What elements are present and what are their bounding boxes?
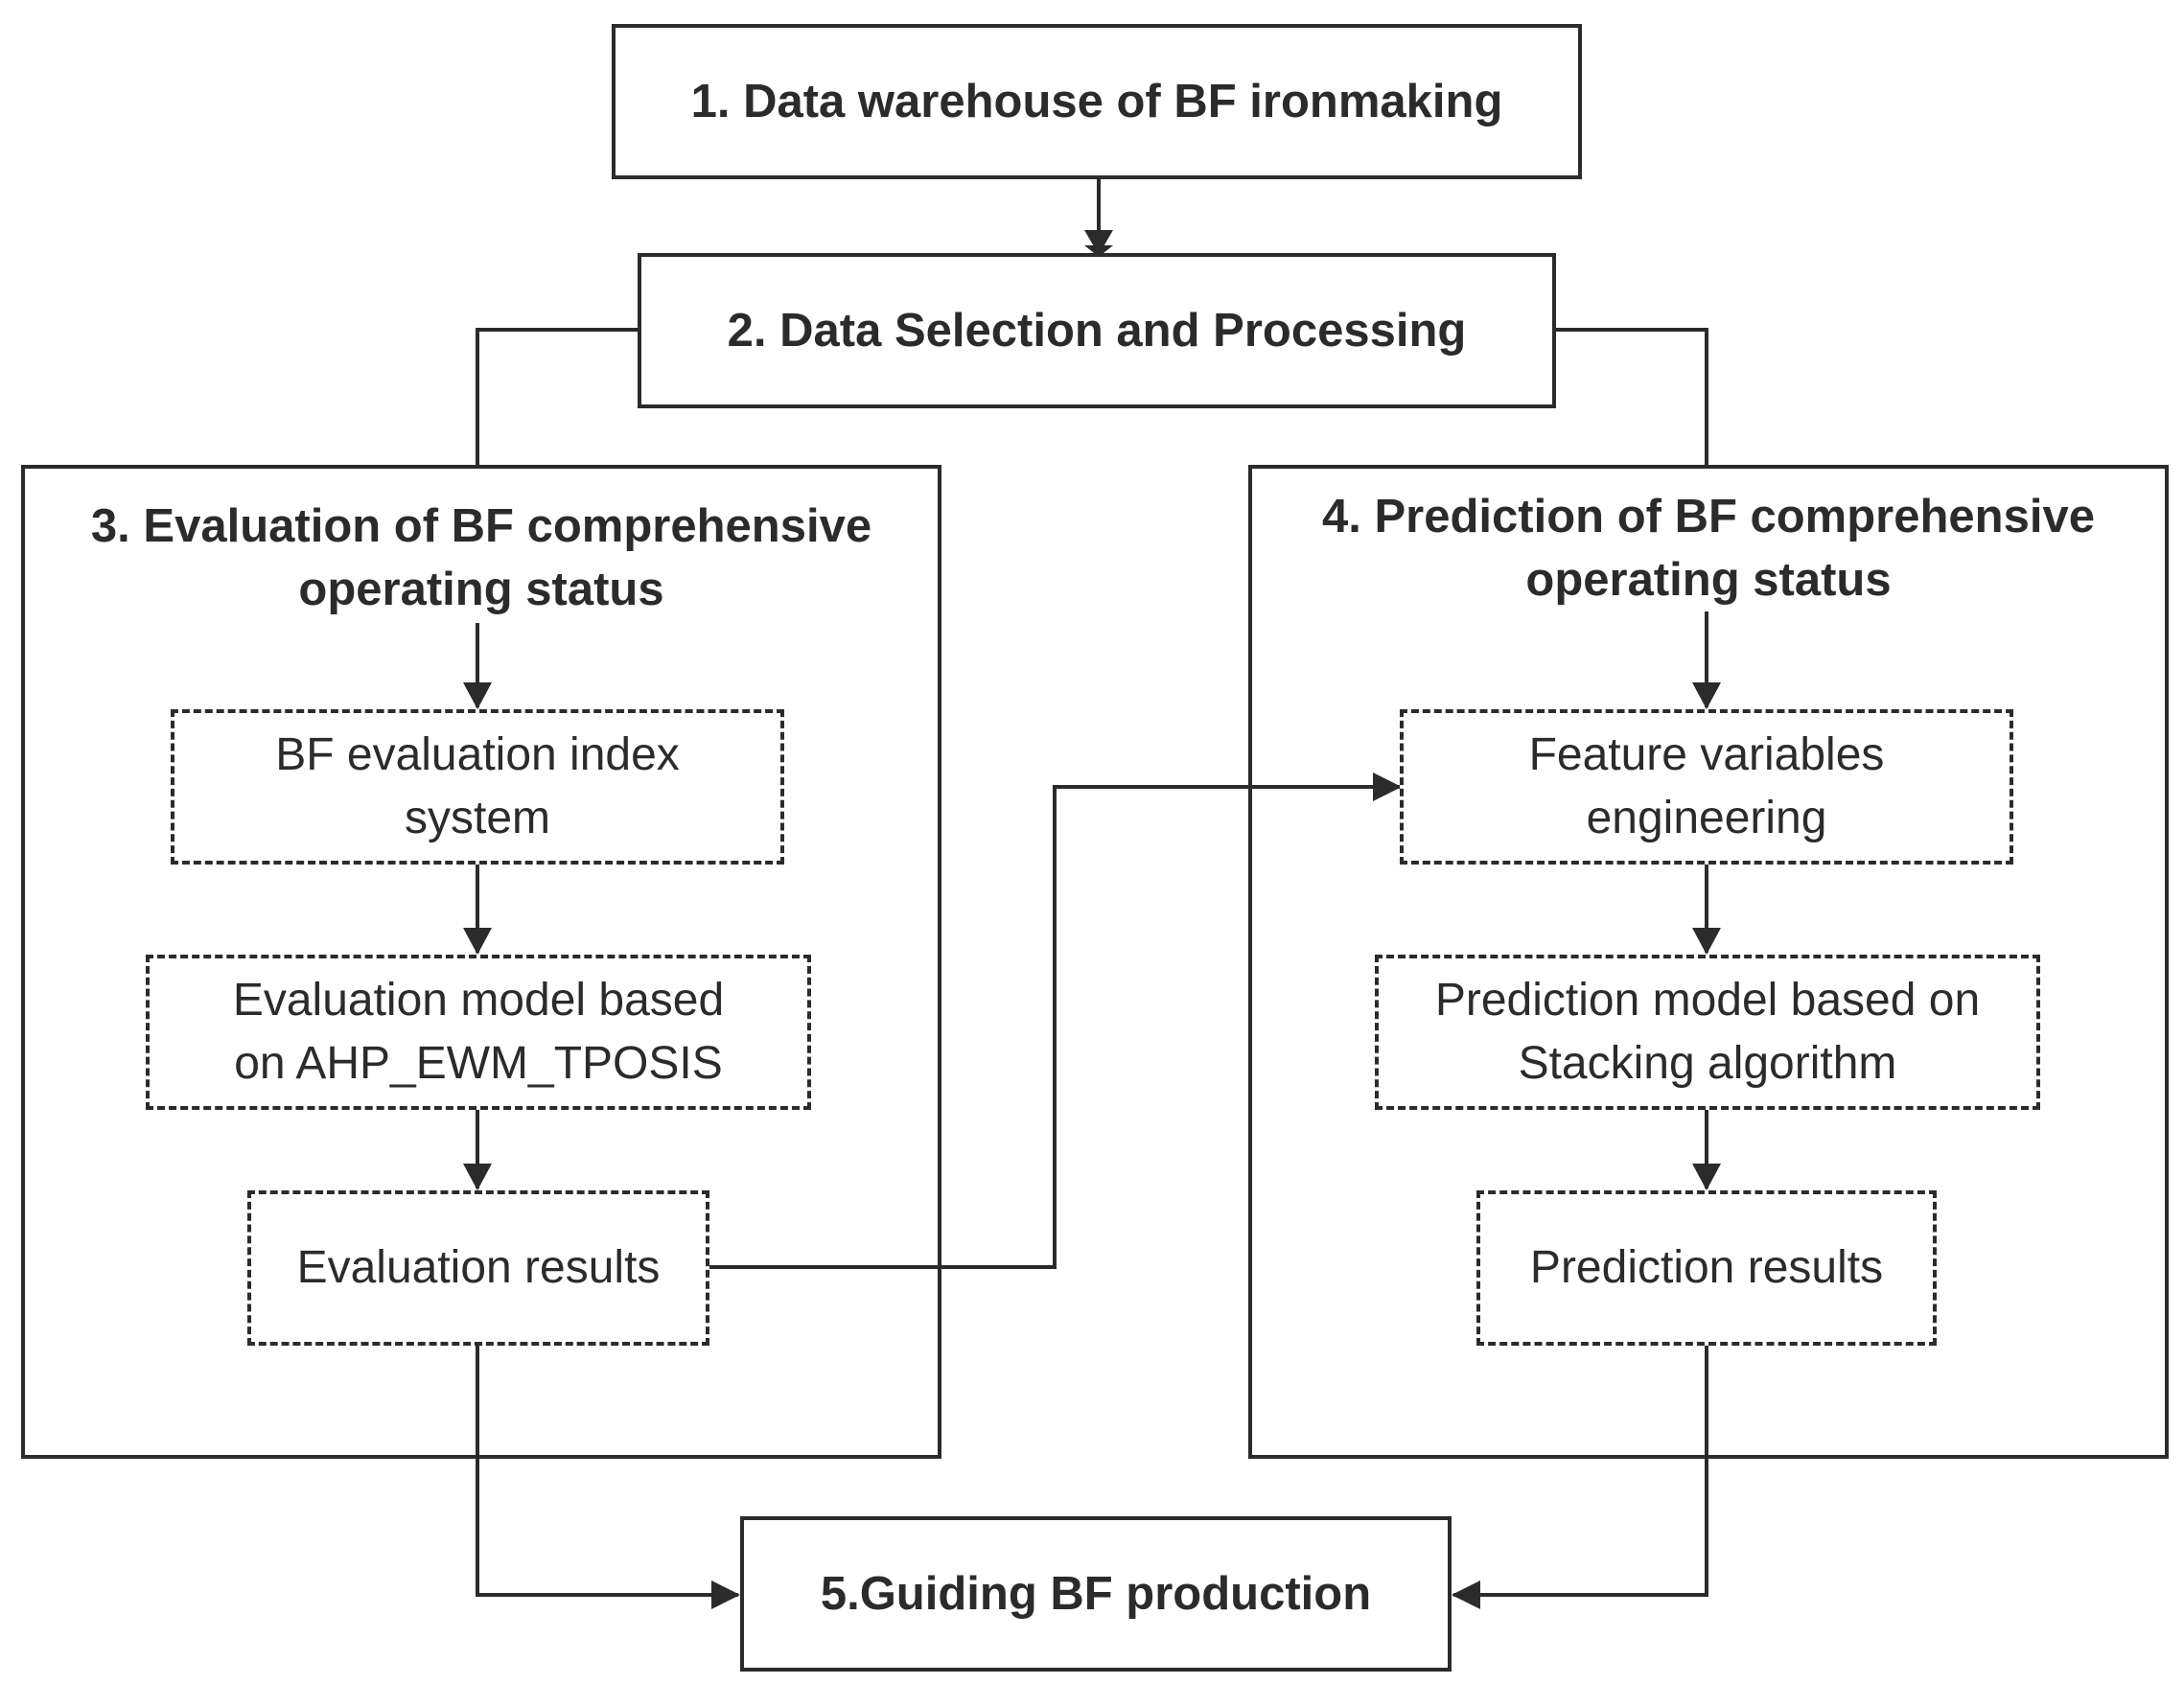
arrowhead-step5-left <box>711 1580 740 1609</box>
arrowhead-step5-right <box>1452 1580 1480 1609</box>
step5-box: 5.Guiding BF production <box>740 1516 1452 1672</box>
panel-evaluation-title-line2: operating status <box>298 564 664 615</box>
panel-prediction-title-line2: operating status <box>1525 554 1892 606</box>
eval-model-line1: Evaluation model based <box>232 975 725 1026</box>
panel-prediction-title: 4. Prediction of BF comprehensive operat… <box>1248 485 2169 611</box>
arrowhead-right-model <box>1692 928 1721 955</box>
arrowhead-right-results <box>1692 1164 1721 1190</box>
step2-box: 2. Data Selection and Processing <box>638 253 1556 408</box>
eval-index-line2: system <box>404 793 550 843</box>
eval-index-system-box: BF evaluation index system <box>171 709 784 865</box>
arrowheads <box>463 230 1721 1609</box>
feature-engineering-box: Feature variables engineering <box>1400 709 2013 865</box>
eval-results-box: Evaluation results <box>247 1190 709 1346</box>
arrowhead-left-index <box>463 682 492 709</box>
panel-prediction <box>1248 465 2169 1459</box>
eval-index-line1: BF evaluation index <box>275 729 680 780</box>
arrow-pred-results-to-step5 <box>1453 1344 1708 1597</box>
arrow-eval-results-to-step5 <box>476 1344 738 1597</box>
step1-box: 1. Data warehouse of BF ironmaking <box>612 24 1582 179</box>
arrowhead-left-model <box>463 928 492 955</box>
panel-prediction-title-line1: 4. Prediction of BF comprehensive <box>1322 491 2095 542</box>
prediction-model-line2: Stacking algorithm <box>1518 1038 1897 1089</box>
line-step2-to-panel-left <box>476 328 638 468</box>
step5-label: 5.Guiding BF production <box>820 1568 1372 1620</box>
arrowhead-feature <box>1373 773 1402 801</box>
panel-evaluation <box>21 465 941 1459</box>
line-step2-to-panel-right <box>1556 328 1708 468</box>
eval-results-label: Evaluation results <box>296 1242 661 1293</box>
feature-line2: engineering <box>1586 793 1827 843</box>
prediction-model-box: Prediction model based on Stacking algor… <box>1375 955 2040 1110</box>
arrow-eval-results-to-feature <box>709 785 1400 1269</box>
step1-label: 1. Data warehouse of BF ironmaking <box>690 76 1503 127</box>
arrowhead-left-results <box>463 1164 492 1190</box>
prediction-results-label: Prediction results <box>1529 1242 1884 1293</box>
arrowhead-right-feature <box>1692 682 1721 709</box>
eval-model-box: Evaluation model based on AHP_EWM_TPOSIS <box>146 955 811 1110</box>
step2-label: 2. Data Selection and Processing <box>727 305 1467 357</box>
panel-evaluation-title-line1: 3. Evaluation of BF comprehensive <box>90 500 872 552</box>
prediction-results-box: Prediction results <box>1476 1190 1937 1346</box>
panel-evaluation-title: 3. Evaluation of BF comprehensive operat… <box>21 495 941 621</box>
feature-line1: Feature variables <box>1528 729 1885 780</box>
prediction-model-line1: Prediction model based on <box>1434 975 1981 1026</box>
eval-model-line2: on AHP_EWM_TPOSIS <box>234 1038 723 1089</box>
